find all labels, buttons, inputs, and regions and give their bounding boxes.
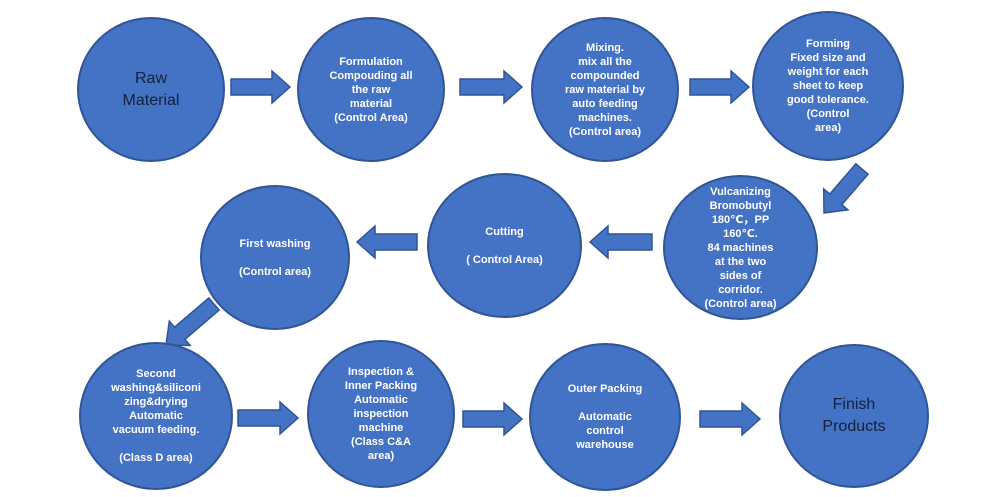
- node-second-washing: Second washing&siliconi zing&drying Auto…: [79, 342, 233, 490]
- flow-arrow-mixing-to-forming: [689, 69, 751, 105]
- flow-arrow-raw_material-to-formulation: [230, 69, 292, 105]
- node-vulcanizing: Vulcanizing Bromobutyl 180℃，PP 160℃. 84 …: [663, 175, 818, 320]
- flow-arrow-inspection-to-outer_packing: [462, 401, 524, 437]
- node-first-washing: First washing (Control area): [200, 185, 350, 330]
- node-label: Inspection & Inner Packing Automatic ins…: [344, 366, 418, 462]
- node-label: Outer Packing Automatic control warehous…: [567, 383, 643, 451]
- flow-arrow-second_washing-to-inspection: [237, 400, 300, 436]
- flow-arrow-vulcanizing-to-cutting: [588, 224, 653, 260]
- node-label: Finish Products: [822, 396, 886, 435]
- node-label: First washing (Control area): [238, 237, 312, 278]
- node-forming: Forming Fixed size and weight for each s…: [752, 11, 904, 161]
- flow-arrow-cutting-to-first_washing: [355, 224, 418, 260]
- node-formulation: Formulation Compouding all the raw mater…: [297, 17, 445, 162]
- node-outer-packing: Outer Packing Automatic control warehous…: [529, 343, 681, 491]
- node-label: Forming Fixed size and weight for each s…: [787, 38, 869, 134]
- flow-arrow-formulation-to-mixing: [459, 69, 524, 105]
- node-inspection: Inspection & Inner Packing Automatic ins…: [307, 340, 455, 488]
- flow-arrow-first_washing-to-second_washing: [165, 296, 221, 347]
- flow-arrow-outer_packing-to-finish: [699, 401, 762, 437]
- node-label: Formulation Compouding all the raw mater…: [329, 55, 413, 124]
- node-mixing: Mixing. mix all the compounded raw mater…: [531, 17, 679, 162]
- node-cutting: Cutting ( Control Area): [427, 173, 582, 318]
- node-label: Mixing. mix all the compounded raw mater…: [564, 41, 646, 138]
- node-raw-material: Raw Material: [77, 17, 225, 162]
- node-label: Second washing&siliconi zing&drying Auto…: [111, 368, 201, 464]
- node-label: Vulcanizing Bromobutyl 180℃，PP 160℃. 84 …: [704, 185, 777, 310]
- node-finish-products: Finish Products: [779, 344, 929, 488]
- flow-arrow-forming-to-vulcanizing: [822, 162, 870, 214]
- node-label: Raw Material: [122, 69, 180, 109]
- node-label: Cutting ( Control Area): [466, 225, 543, 266]
